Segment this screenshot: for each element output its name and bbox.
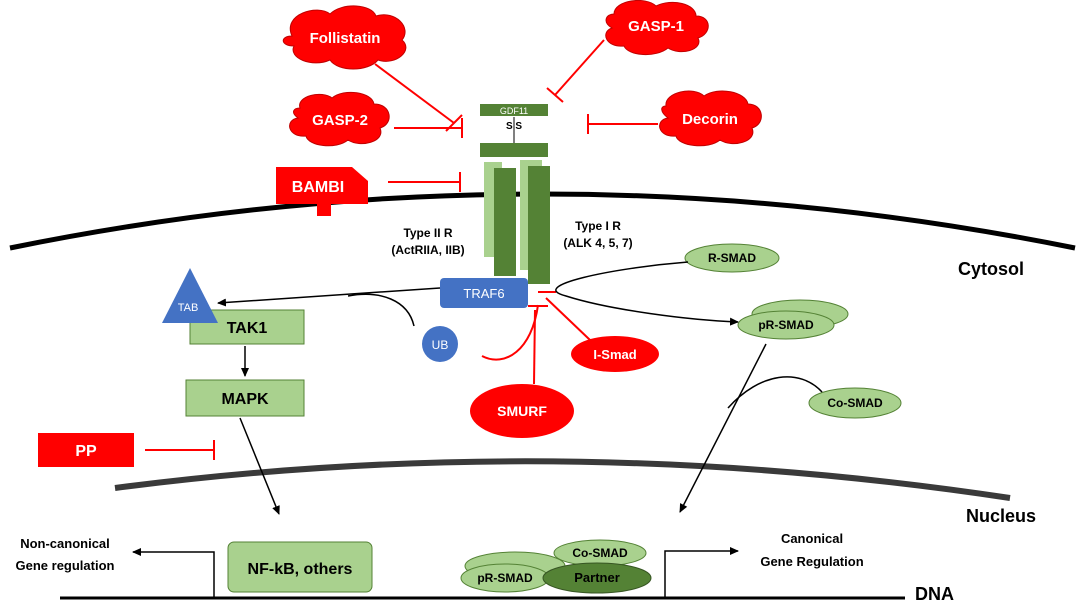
noncanonical-arrows <box>217 287 441 515</box>
noncanonical-output-label-1: Non-canonical <box>20 536 110 551</box>
tak1-label: TAK1 <box>227 320 268 337</box>
type1-label-1: Type I R <box>575 219 621 233</box>
gasp1-cloud: GASP-1 <box>605 0 709 55</box>
gdf11-ligand: GDF11 S S <box>480 104 548 157</box>
nuclear-membrane <box>114 458 1011 501</box>
noncanonical-output-arrow <box>132 548 215 597</box>
canonical-output-label-2: Gene Regulation <box>760 554 863 569</box>
rsmad-ellipse: R-SMAD <box>684 243 780 273</box>
follistatin-label: Follistatin <box>310 30 381 47</box>
inhibition-lines <box>374 39 658 192</box>
type2-label-1: Type II R <box>403 226 452 240</box>
nuclear-prsmad-label: pR-SMAD <box>477 571 533 585</box>
pp-label: PP <box>75 443 97 460</box>
gdf11-label: GDF11 <box>500 106 528 116</box>
ismad-label: I-Smad <box>593 347 636 362</box>
pp-inhibition <box>145 440 215 460</box>
decorin-cloud: Decorin <box>659 90 762 147</box>
nfkb-label: NF-kB, others <box>248 561 353 578</box>
mapk-box: MAPK <box>185 379 305 417</box>
cosmad-label: Co-SMAD <box>827 396 883 410</box>
traf6-box: TRAF6 <box>440 278 528 308</box>
smurf-ismad-inhibition <box>481 291 591 385</box>
gasp1-label: GASP-1 <box>628 18 684 35</box>
tab-triangle: TAB <box>162 268 218 323</box>
type1-receptor <box>520 160 550 284</box>
type1-label-2: (ALK 4, 5, 7) <box>563 236 632 250</box>
cytosol-label: Cytosol <box>958 259 1024 279</box>
rsmad-label: R-SMAD <box>708 251 756 265</box>
noncanonical-output-label-2: Gene regulation <box>16 558 115 573</box>
nuclear-smad-complex: Co-SMAD pR-SMAD Partner <box>460 539 652 594</box>
tab-label: TAB <box>178 302 199 314</box>
smurf-label: SMURF <box>497 403 547 419</box>
canonical-output-label-1: Canonical <box>781 531 843 546</box>
follistatin-cloud: Follistatin <box>282 5 407 70</box>
bambi-receptor: BAMBI <box>276 167 368 216</box>
mapk-label: MAPK <box>221 391 269 408</box>
ubiquitin-circle: UB <box>422 326 458 362</box>
canonical-arrows <box>555 261 823 513</box>
pp-box: PP <box>38 433 134 467</box>
decorin-label: Decorin <box>682 111 738 128</box>
partner-label: Partner <box>574 570 620 585</box>
gasp2-label: GASP-2 <box>312 112 368 129</box>
prsmad-label: pR-SMAD <box>758 318 814 332</box>
canonical-output-arrow <box>664 547 739 597</box>
ub-label: UB <box>432 338 449 352</box>
nfkb-box: NF-kB, others <box>227 541 373 593</box>
gasp2-cloud: GASP-2 <box>289 91 390 147</box>
smurf-ellipse: SMURF <box>470 384 574 438</box>
nuclear-cosmad-label: Co-SMAD <box>572 546 628 560</box>
prsmad-complex: pR-SMAD <box>737 299 849 340</box>
type2-label-2: (ActRIIA, IIB) <box>391 243 464 257</box>
cosmad-ellipse: Co-SMAD <box>808 387 902 419</box>
type2-receptor <box>484 162 516 276</box>
traf6-label: TRAF6 <box>463 286 504 301</box>
bambi-label: BAMBI <box>292 179 344 196</box>
dna-label: DNA <box>915 584 954 602</box>
ismad-ellipse: I-Smad <box>571 336 659 372</box>
nucleus-label: Nucleus <box>966 506 1036 526</box>
